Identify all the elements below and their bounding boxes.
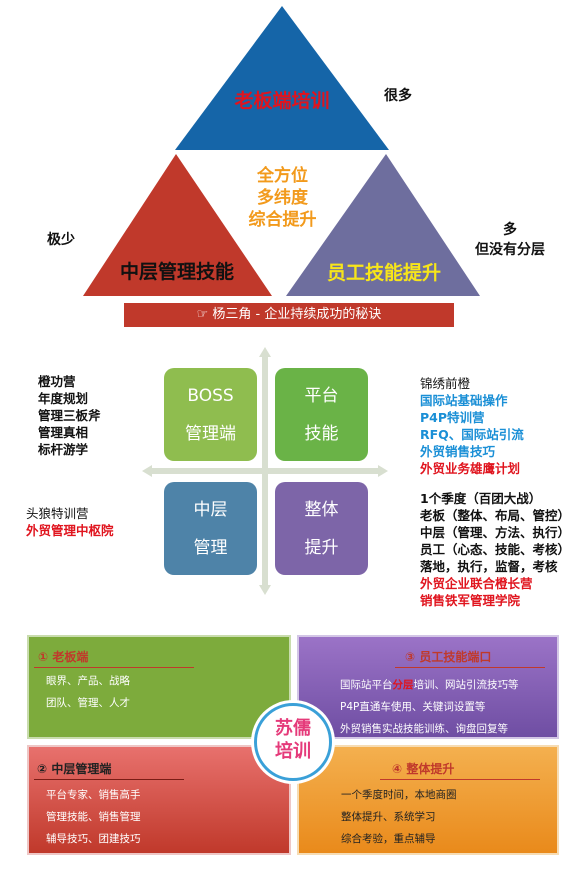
- tile-boss: BOSS 管理端: [164, 368, 257, 461]
- center-line-1: 全方位: [257, 166, 308, 186]
- suru-training-logo: 苏儒 培训: [254, 703, 332, 781]
- label-many-line-1: 多: [503, 222, 517, 238]
- list-item: 管理技能、销售管理: [46, 811, 141, 823]
- list-item: 落地，执行，监督，考核: [420, 559, 558, 574]
- list-item: RFQ、国际站引流: [420, 427, 524, 442]
- box-boss-title: ① 老板端: [38, 650, 89, 664]
- list-item: 外贸业务雄鹰计划: [420, 461, 521, 476]
- center-text: 全方位 多纬度 综合提升: [235, 165, 330, 231]
- list-item: 标杆游学: [38, 442, 89, 457]
- tile-overall: 整体 提升: [275, 482, 368, 575]
- box-boss-divider: [34, 667, 194, 668]
- list-item: 国际站平台分层培训、网站引流技巧等: [340, 674, 519, 696]
- list-item: 外贸企业联合橙长营: [420, 576, 533, 591]
- right-top-list: 锦绣前橙 国际站基础操作 P4P特训营 RFQ、国际站引流 外贸销售技巧 外贸业…: [420, 375, 524, 477]
- list-item: 橙功营: [38, 374, 76, 389]
- list-item: 平台专家、销售高手: [46, 789, 141, 801]
- triangle-diagram: [83, 6, 480, 296]
- list-item: 1个季度（百团大战）: [420, 491, 542, 506]
- box-overall: [297, 745, 559, 855]
- label-many-no-layer: 多 但没有分层: [465, 220, 555, 260]
- right-bottom-list: 1个季度（百团大战） 老板（整体、布局、管控） 中层（管理、方法、执行） 员工（…: [420, 490, 570, 609]
- box-overall-lines: 一个季度时间，本地商圈 整体提升、系统学习 综合考验，重点辅导: [341, 784, 457, 850]
- list-heading: 锦绣前橙: [420, 376, 471, 391]
- box-staff-divider: [395, 667, 545, 668]
- yang-triangle-banner: ☞ 杨三角 - 企业持续成功的秘诀: [124, 303, 454, 327]
- list-item: P4P直通车使用、关键词设置等: [340, 701, 486, 713]
- list-item: 团队、管理、人才: [46, 697, 130, 709]
- tile-boss-line-2: 管理端: [185, 424, 236, 444]
- tile-platform: 平台 技能: [275, 368, 368, 461]
- right-triangle: [286, 154, 480, 296]
- box-middle-title: ② 中层管理端: [37, 762, 112, 776]
- list-item: 年度规划: [38, 391, 89, 406]
- logo-line-1: 苏儒: [275, 718, 311, 739]
- tile-overall-line-1: 整体: [304, 500, 339, 520]
- label-many-line-2: 但没有分层: [475, 242, 545, 258]
- center-line-3: 综合提升: [248, 210, 317, 230]
- box-middle: [27, 745, 291, 855]
- list-item: 员工（心态、技能、考核）: [420, 542, 571, 557]
- left-bottom-list: 头狼特训营 外贸管理中枢院: [26, 505, 114, 539]
- tile-overall-line-2: 提升: [304, 538, 339, 558]
- logo-line-2: 培训: [275, 741, 311, 762]
- list-item: 国际站基础操作: [420, 393, 508, 408]
- list-item: 眼界、产品、战略: [46, 675, 130, 687]
- tile-boss-line-1: BOSS: [187, 386, 234, 406]
- list-item: 综合考验，重点辅导: [341, 833, 436, 845]
- label-many: 很多: [384, 88, 412, 104]
- left-top-list: 橙功营 年度规划 管理三板斧 管理真相 标杆游学: [38, 373, 101, 458]
- box-overall-divider: [380, 779, 540, 780]
- line-part: 培训、网站引流技巧等: [413, 679, 519, 691]
- staff-skill-title: 员工技能提升: [327, 262, 442, 284]
- list-item: 一个季度时间，本地商圈: [341, 789, 457, 801]
- box-staff-title: ③ 员工技能端口: [405, 650, 492, 664]
- list-item: 管理真相: [38, 425, 89, 440]
- middle-management-title: 中层管理技能: [120, 261, 235, 283]
- tile-platform-line-1: 平台: [304, 386, 339, 406]
- line-part: 国际站平台: [340, 679, 393, 691]
- list-item: 外贸销售实战技能训练、询盘回复等: [340, 723, 508, 735]
- box-staff-lines: 国际站平台分层培训、网站引流技巧等 P4P直通车使用、关键词设置等 外贸销售实战…: [340, 674, 519, 740]
- list-item: 老板（整体、布局、管控）: [420, 508, 571, 523]
- tile-middle: 中层 管理: [164, 482, 257, 575]
- list-item: 辅导技巧、团建技巧: [46, 833, 141, 845]
- list-item: P4P特训营: [420, 410, 485, 425]
- line-highlight: 分层: [392, 679, 414, 691]
- box-boss: [27, 635, 291, 739]
- tile-platform-line-2: 技能: [304, 424, 339, 444]
- box-staff: [297, 635, 559, 739]
- quadrant-axes: [142, 347, 388, 595]
- box-overall-title: ④ 整体提升: [392, 762, 455, 776]
- list-item: 管理三板斧: [38, 408, 101, 423]
- left-triangle: [83, 154, 272, 296]
- list-item: 中层（管理、方法、执行）: [420, 525, 571, 540]
- center-line-2: 多纬度: [257, 188, 308, 208]
- box-boss-lines: 眼界、产品、战略 团队、管理、人才: [46, 670, 130, 714]
- boss-training-title: 老板端培训: [234, 90, 330, 112]
- list-item: 销售铁军管理学院: [420, 593, 521, 608]
- list-item: 外贸销售技巧: [420, 444, 496, 459]
- box-middle-divider: [34, 779, 184, 780]
- tile-middle-line-2: 管理: [193, 538, 228, 558]
- box-middle-lines: 平台专家、销售高手 管理技能、销售管理 辅导技巧、团建技巧: [46, 784, 141, 850]
- list-item: 头狼特训营: [26, 506, 89, 521]
- list-item: 外贸管理中枢院: [26, 523, 114, 538]
- list-item: 整体提升、系统学习: [341, 811, 436, 823]
- top-triangle: [175, 6, 389, 150]
- axis-horizontal: [142, 465, 388, 477]
- tile-middle-line-1: 中层: [193, 500, 228, 520]
- label-few: 极少: [47, 232, 75, 248]
